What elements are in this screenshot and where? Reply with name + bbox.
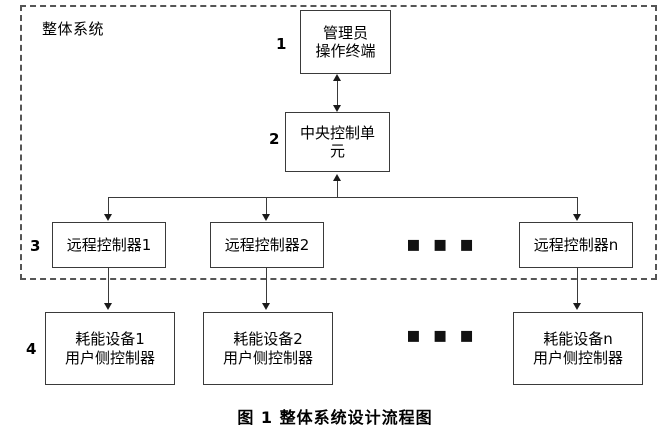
connector-remote-1-to-device-1-line — [108, 268, 109, 304]
connector-remote-n-to-device-n-line — [577, 268, 578, 304]
node-admin-terminal[interactable]: 管理员 操作终端 — [300, 10, 391, 74]
step-number-1: 1 — [276, 35, 287, 53]
distribution-bus-line — [108, 197, 578, 198]
node-central-control-unit[interactable]: 中央控制单 元 — [285, 112, 390, 172]
ellipsis-devices: ▪ ▪ ▪ — [406, 323, 477, 348]
node-device-n-line2: 用户侧控制器 — [532, 348, 623, 367]
node-remote-controller-1-label: 远程控制器1 — [66, 235, 152, 254]
connector-bus-to-cpu-arrow-up — [332, 174, 341, 181]
node-device-1[interactable]: 耗能设备1 用户侧控制器 — [45, 312, 175, 385]
system-boundary — [20, 5, 657, 280]
connector-remote-1-to-device-1-arrow — [103, 303, 112, 310]
connector-bus-to-remote-2-arrow — [261, 214, 270, 221]
node-central-control-unit-line1: 中央控制单 — [299, 123, 375, 142]
node-admin-terminal-line2: 操作终端 — [315, 42, 376, 60]
connector-remote-n-to-device-n-arrow — [572, 303, 581, 310]
system-boundary-label: 整体系统 — [42, 20, 105, 38]
node-remote-controller-2[interactable]: 远程控制器2 — [210, 222, 324, 268]
step-number-3: 3 — [30, 237, 41, 255]
ellipsis-remote-controllers: ▪ ▪ ▪ — [406, 232, 477, 257]
connector-bus-to-remote-1-arrow — [103, 214, 112, 221]
connector-bus-to-cpu-line — [337, 180, 338, 198]
node-remote-controller-n-label: 远程控制器n — [533, 235, 619, 254]
node-remote-controller-1[interactable]: 远程控制器1 — [52, 222, 166, 268]
figure-caption: 图 1 整体系统设计流程图 — [237, 408, 433, 427]
node-device-1-line1: 耗能设备1 — [75, 330, 145, 349]
connector-remote-2-to-device-2-line — [266, 268, 267, 304]
connector-terminal-to-cpu-arrow-down — [332, 105, 341, 112]
node-remote-controller-2-label: 远程控制器2 — [224, 235, 310, 254]
connector-terminal-to-cpu-arrow-up — [332, 74, 341, 81]
node-device-n[interactable]: 耗能设备n 用户侧控制器 — [513, 312, 643, 385]
node-device-n-line1: 耗能设备n — [543, 330, 613, 349]
connector-bus-to-remote-1-line — [108, 197, 109, 215]
node-device-2-line2: 用户侧控制器 — [222, 348, 313, 367]
node-device-2[interactable]: 耗能设备2 用户侧控制器 — [203, 312, 333, 385]
connector-remote-2-to-device-2-arrow — [261, 303, 270, 310]
connector-terminal-to-cpu-line — [337, 78, 338, 108]
node-device-1-line2: 用户侧控制器 — [64, 348, 155, 367]
node-remote-controller-n[interactable]: 远程控制器n — [519, 222, 633, 268]
step-number-4: 4 — [26, 340, 37, 358]
node-admin-terminal-line1: 管理员 — [322, 23, 368, 42]
connector-bus-to-remote-2-line — [266, 197, 267, 215]
connector-bus-to-remote-n-arrow — [572, 214, 581, 221]
connector-bus-to-remote-n-line — [577, 197, 578, 215]
node-central-control-unit-line2: 元 — [329, 142, 345, 160]
node-device-2-line1: 耗能设备2 — [233, 330, 303, 349]
step-number-2: 2 — [269, 130, 280, 148]
